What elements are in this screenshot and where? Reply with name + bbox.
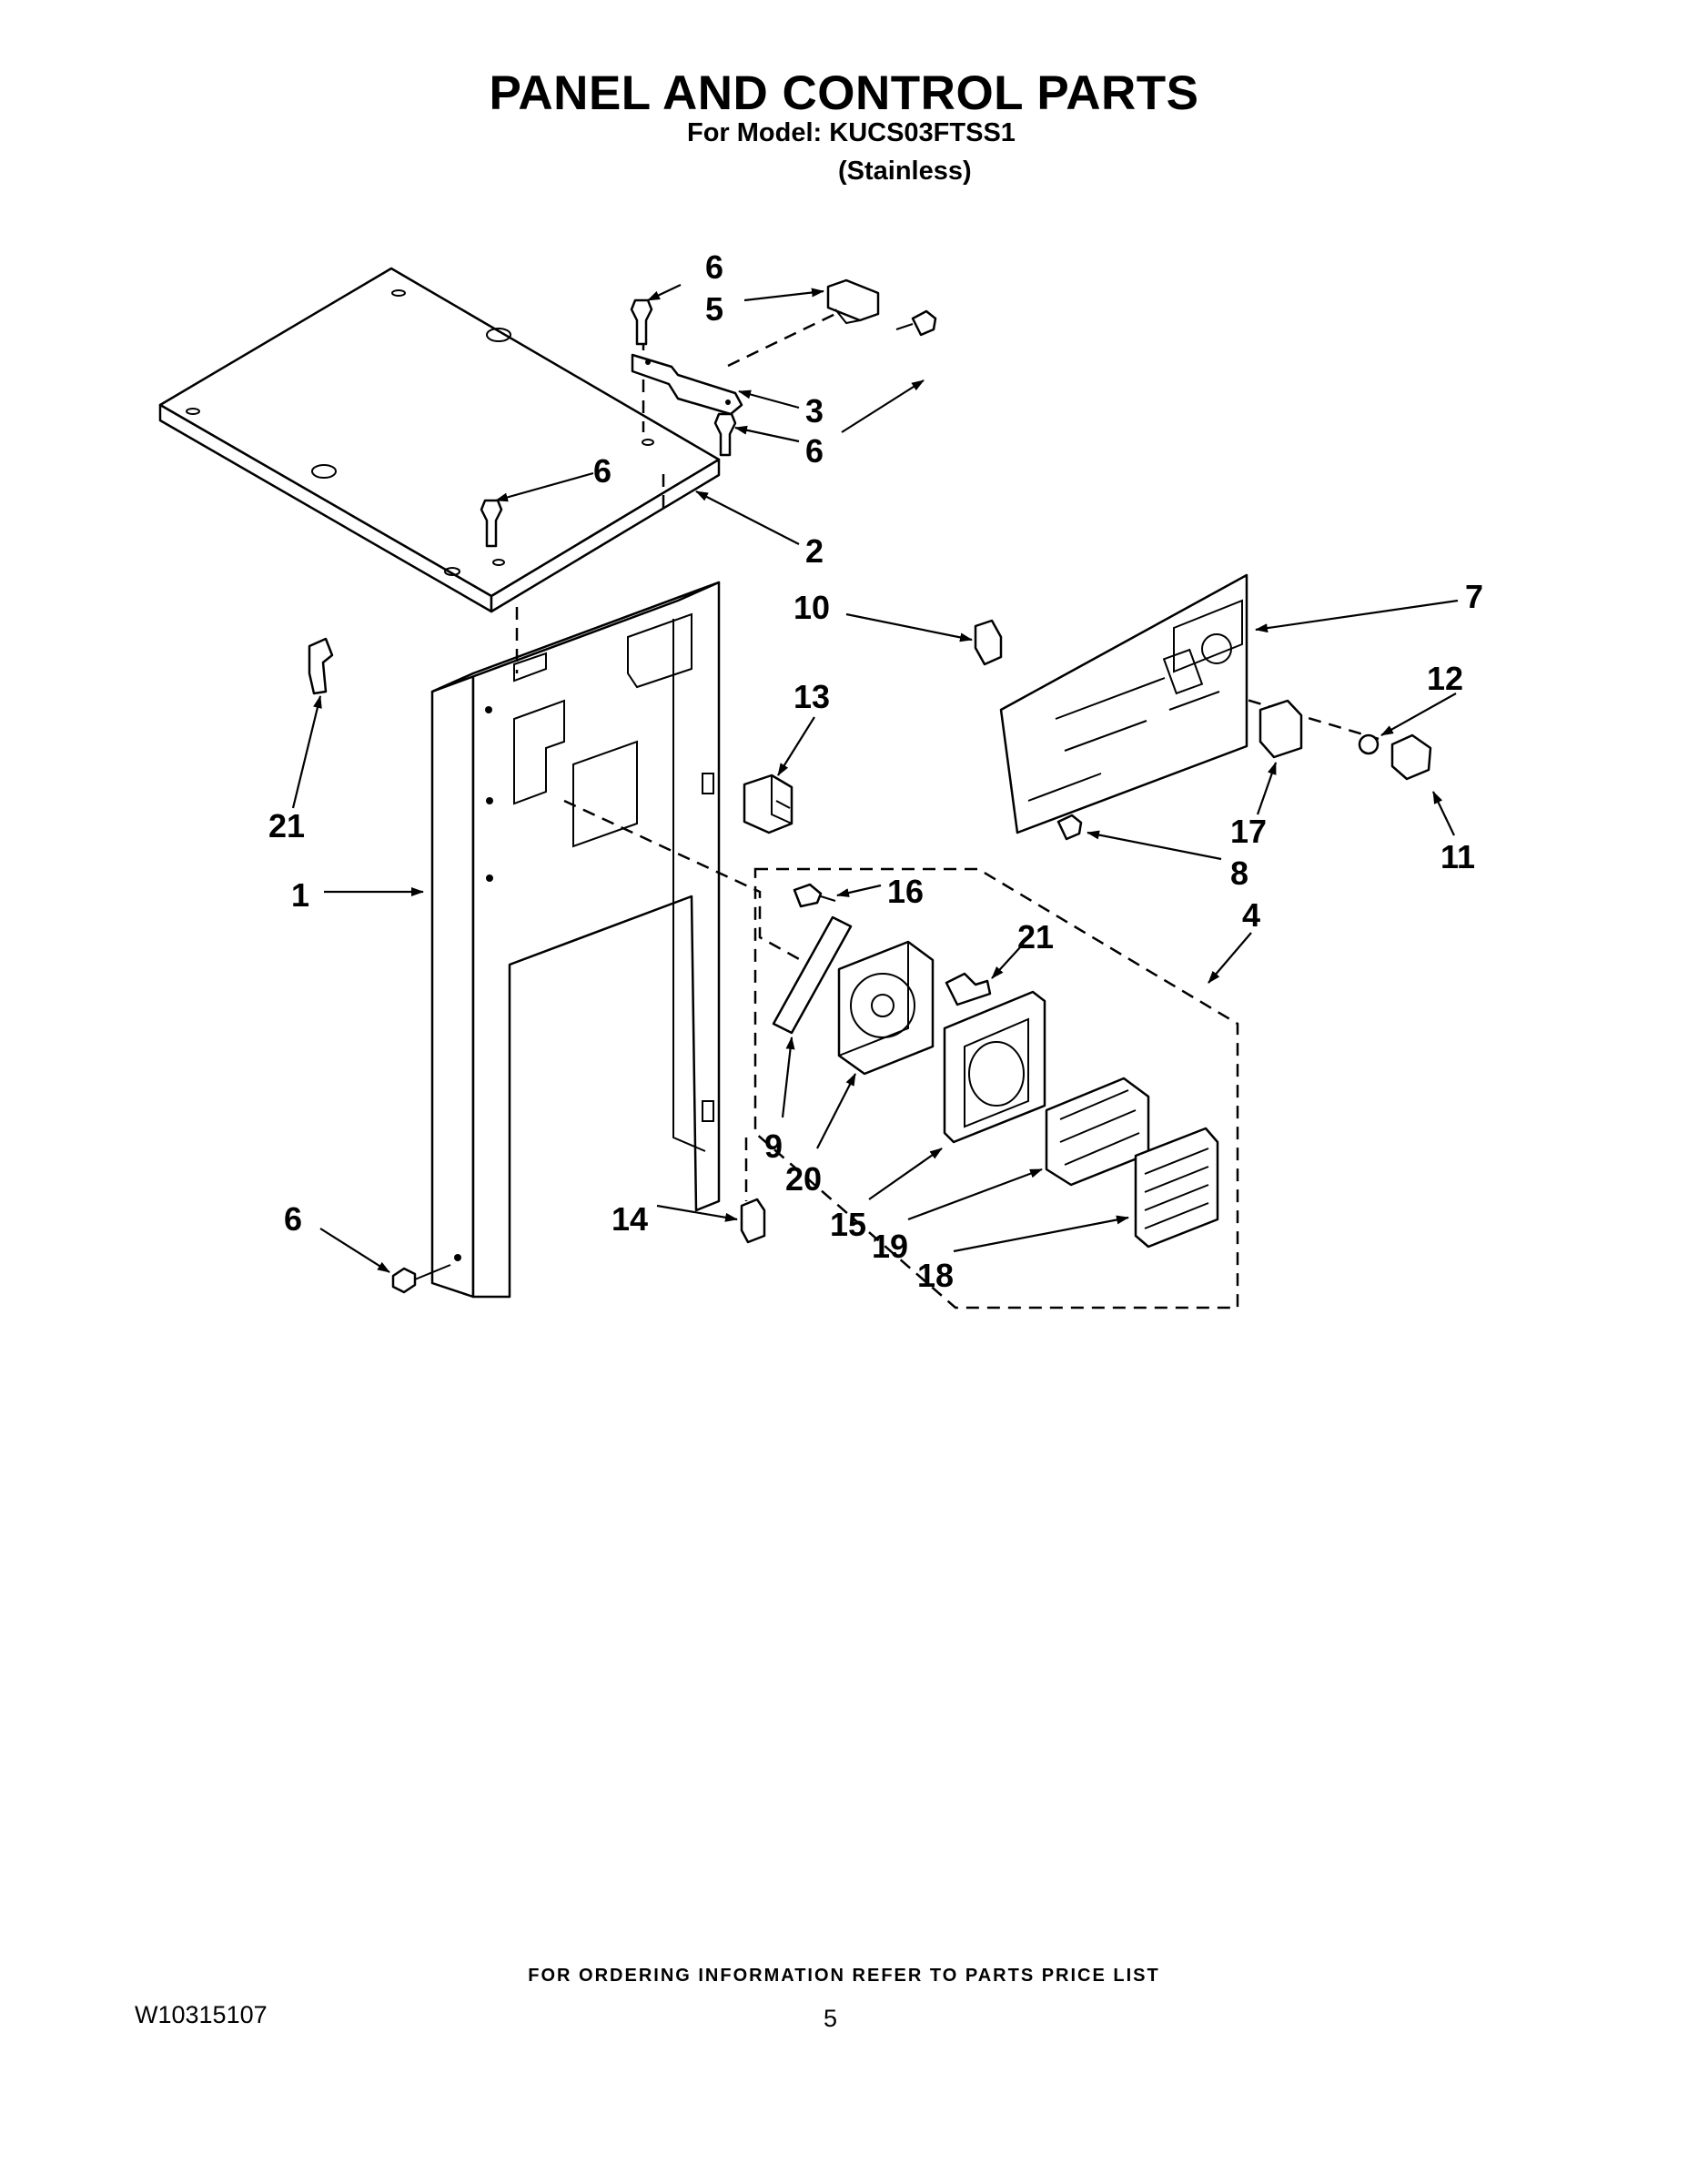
callout-3: 3 bbox=[805, 392, 824, 430]
leader-arrow bbox=[907, 1168, 1043, 1221]
leader-arrow bbox=[841, 379, 925, 433]
fan-part bbox=[837, 940, 935, 1076]
leader-arrow bbox=[695, 490, 800, 545]
bracket-part bbox=[772, 915, 853, 1035]
callout-6: 6 bbox=[284, 1200, 302, 1238]
callout-19: 19 bbox=[872, 1228, 908, 1265]
callout-13: 13 bbox=[793, 678, 830, 715]
callout-11: 11 bbox=[1440, 838, 1475, 875]
leader-arrow bbox=[991, 945, 1022, 979]
leader-arrow bbox=[1255, 599, 1459, 633]
clip-part bbox=[945, 972, 992, 1006]
leader-arrow bbox=[656, 1204, 738, 1222]
leader-arrow bbox=[647, 284, 682, 301]
leader-arrow bbox=[1432, 791, 1455, 836]
alignment-line bbox=[727, 311, 838, 368]
switch-part bbox=[740, 1198, 766, 1244]
leader-arrow bbox=[495, 471, 594, 502]
clip-part bbox=[308, 637, 334, 695]
filter-part bbox=[1045, 1077, 1150, 1187]
switch-part bbox=[974, 619, 1003, 666]
leader-arrow bbox=[868, 1148, 943, 1200]
callout-12: 12 bbox=[1427, 660, 1463, 697]
callout-6: 6 bbox=[705, 248, 723, 286]
callout-9: 9 bbox=[764, 1127, 783, 1165]
leader-arrow bbox=[845, 612, 973, 642]
leader-arrow bbox=[1256, 762, 1278, 815]
screw-part bbox=[480, 499, 503, 548]
bracket-part bbox=[631, 353, 743, 416]
leader-arrow bbox=[816, 1073, 856, 1149]
screw-part bbox=[1056, 814, 1083, 841]
sensor-part bbox=[826, 278, 880, 325]
callout-4: 4 bbox=[1242, 896, 1260, 934]
leader-arrow bbox=[781, 1036, 795, 1118]
callout-6: 6 bbox=[805, 432, 824, 470]
callout-21: 21 bbox=[268, 807, 305, 844]
leader-arrow bbox=[836, 884, 882, 897]
leader-arrow bbox=[743, 288, 824, 302]
filter-frame-part bbox=[943, 990, 1046, 1144]
callout-21: 21 bbox=[1017, 918, 1054, 956]
leader-arrow bbox=[1087, 830, 1222, 861]
page-title: PANEL AND CONTROL PARTS bbox=[489, 66, 1199, 120]
leader-arrow bbox=[738, 389, 800, 410]
leader-arrow bbox=[291, 695, 322, 809]
callout-6: 6 bbox=[593, 452, 612, 490]
leader-arrow bbox=[1208, 932, 1252, 984]
screw-part bbox=[713, 412, 737, 457]
screw-part bbox=[630, 298, 653, 346]
callout-14: 14 bbox=[612, 1200, 648, 1238]
variant-line: (Stainless) bbox=[838, 157, 972, 186]
leader-arrow bbox=[734, 425, 800, 443]
leader-arrow bbox=[1380, 693, 1457, 736]
callout-18: 18 bbox=[917, 1257, 954, 1294]
document-number: W10315107 bbox=[135, 2001, 268, 2028]
screw-part bbox=[793, 883, 836, 908]
washer-part bbox=[1358, 733, 1380, 755]
leader-arrow bbox=[319, 1228, 390, 1273]
callout-1: 1 bbox=[291, 876, 309, 914]
switch-part bbox=[1258, 699, 1303, 759]
leader-arrow bbox=[777, 716, 815, 776]
callout-2: 2 bbox=[805, 532, 824, 570]
model-line: For Model: KUCS03FTSS1 bbox=[687, 118, 1016, 147]
alignment-line bbox=[1228, 693, 1380, 741]
ordering-note: FOR ORDERING INFORMATION REFER TO PARTS … bbox=[528, 1966, 1160, 1986]
callout-7: 7 bbox=[1465, 578, 1483, 615]
top-panel-part bbox=[158, 267, 721, 613]
leader-arrow bbox=[953, 1215, 1129, 1253]
callout-15: 15 bbox=[830, 1206, 866, 1243]
grille-part bbox=[1134, 1127, 1219, 1249]
callout-10: 10 bbox=[793, 589, 830, 626]
alignment-line bbox=[563, 799, 802, 962]
rocker-switch-part bbox=[743, 774, 793, 834]
screw-part bbox=[895, 309, 937, 337]
callout-5: 5 bbox=[705, 290, 723, 328]
callout-20: 20 bbox=[785, 1160, 822, 1198]
side-housing-part bbox=[430, 581, 721, 1299]
callout-17: 17 bbox=[1230, 813, 1267, 850]
page-number: 5 bbox=[824, 2005, 838, 2032]
callout-16: 16 bbox=[887, 873, 924, 910]
screw-part bbox=[391, 1264, 451, 1294]
knob-part bbox=[1390, 733, 1432, 781]
control-panel-part bbox=[999, 573, 1248, 834]
callout-8: 8 bbox=[1230, 854, 1248, 892]
